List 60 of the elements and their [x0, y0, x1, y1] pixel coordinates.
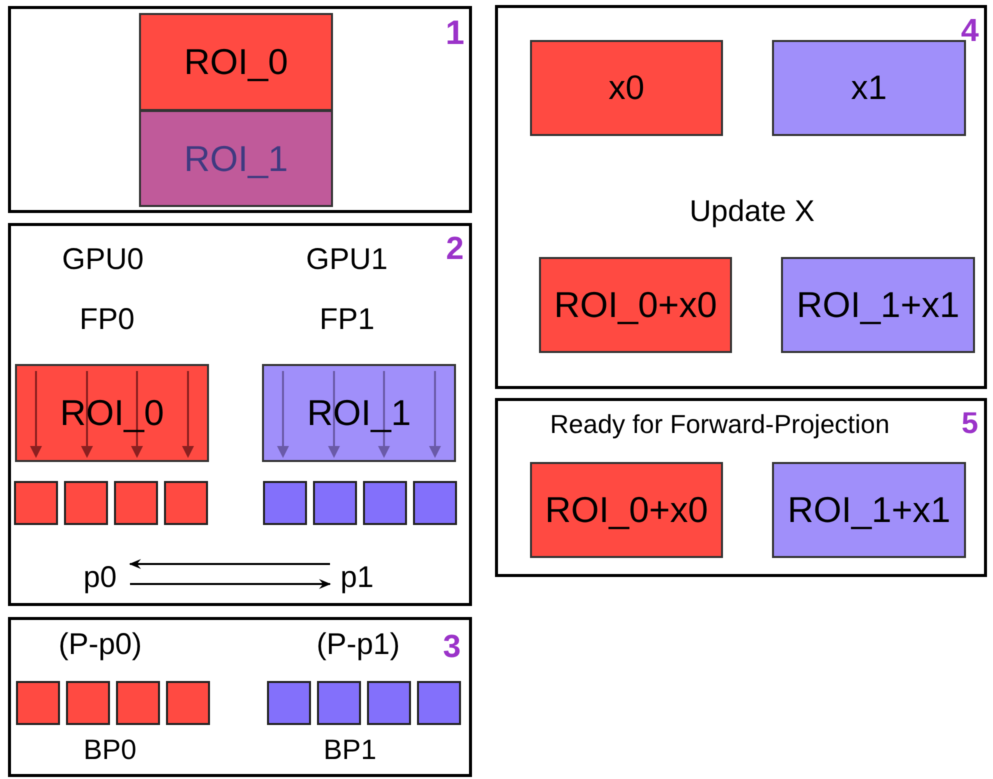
arrow — [130, 579, 331, 589]
region-box — [530, 462, 723, 558]
step-number: 2 — [446, 232, 464, 264]
region-label: ROI_0+x0 — [544, 492, 708, 528]
data-square — [363, 481, 407, 525]
region-label: ROI_0+x0 — [554, 287, 718, 323]
region-box — [262, 364, 456, 462]
data-square — [263, 481, 307, 525]
data-square — [116, 681, 160, 725]
region-label: ROI_1+x1 — [796, 287, 960, 323]
caption-label: FP1 — [320, 305, 375, 335]
region-box — [530, 40, 723, 136]
step-number: 3 — [443, 630, 461, 662]
region-box — [139, 110, 333, 207]
caption-label: Update X — [690, 197, 815, 227]
data-square — [413, 481, 457, 525]
data-square — [317, 681, 361, 725]
data-square — [16, 681, 60, 725]
region-label: ROI_0 — [184, 44, 288, 80]
data-square — [166, 681, 210, 725]
step-number: 1 — [446, 16, 464, 50]
step-panel — [495, 5, 987, 389]
data-square — [114, 481, 158, 525]
caption-label: GPU1 — [306, 245, 388, 275]
projection-label: p0 — [70, 560, 130, 596]
data-square — [164, 481, 208, 525]
projection-label: p1 — [330, 560, 384, 596]
caption-label: Ready for Forward-Projection — [550, 411, 890, 437]
step-panel — [8, 223, 472, 606]
region-box — [539, 257, 732, 353]
data-square — [367, 681, 411, 725]
region-label: ROI_1+x1 — [787, 492, 951, 528]
caption-label: FP0 — [80, 305, 135, 335]
caption-label: (P-p1) — [316, 630, 400, 660]
region-box — [15, 364, 209, 462]
data-square — [66, 681, 110, 725]
region-box — [772, 40, 966, 136]
step-number: 5 — [962, 409, 978, 439]
region-box — [772, 462, 966, 558]
data-square — [64, 481, 108, 525]
step-panel — [8, 6, 472, 213]
arrow — [129, 559, 330, 569]
region-label: ROI_0 — [60, 395, 164, 431]
region-label: ROI_1 — [184, 140, 288, 176]
data-square — [417, 681, 461, 725]
region-label: x0 — [608, 71, 644, 105]
region-label: ROI_1 — [306, 395, 412, 431]
caption-label: BP1 — [324, 736, 376, 764]
region-label: x1 — [851, 71, 887, 105]
data-square — [14, 481, 58, 525]
caption-label: (P-p0) — [58, 630, 142, 660]
caption-label: GPU0 — [62, 245, 144, 275]
data-square — [267, 681, 311, 725]
step-panel — [8, 617, 472, 777]
step-panel — [495, 398, 987, 577]
step-number: 4 — [961, 14, 979, 46]
data-square — [313, 481, 357, 525]
caption-label: BP0 — [84, 736, 136, 764]
region-box — [781, 257, 975, 353]
region-box — [139, 13, 333, 111]
